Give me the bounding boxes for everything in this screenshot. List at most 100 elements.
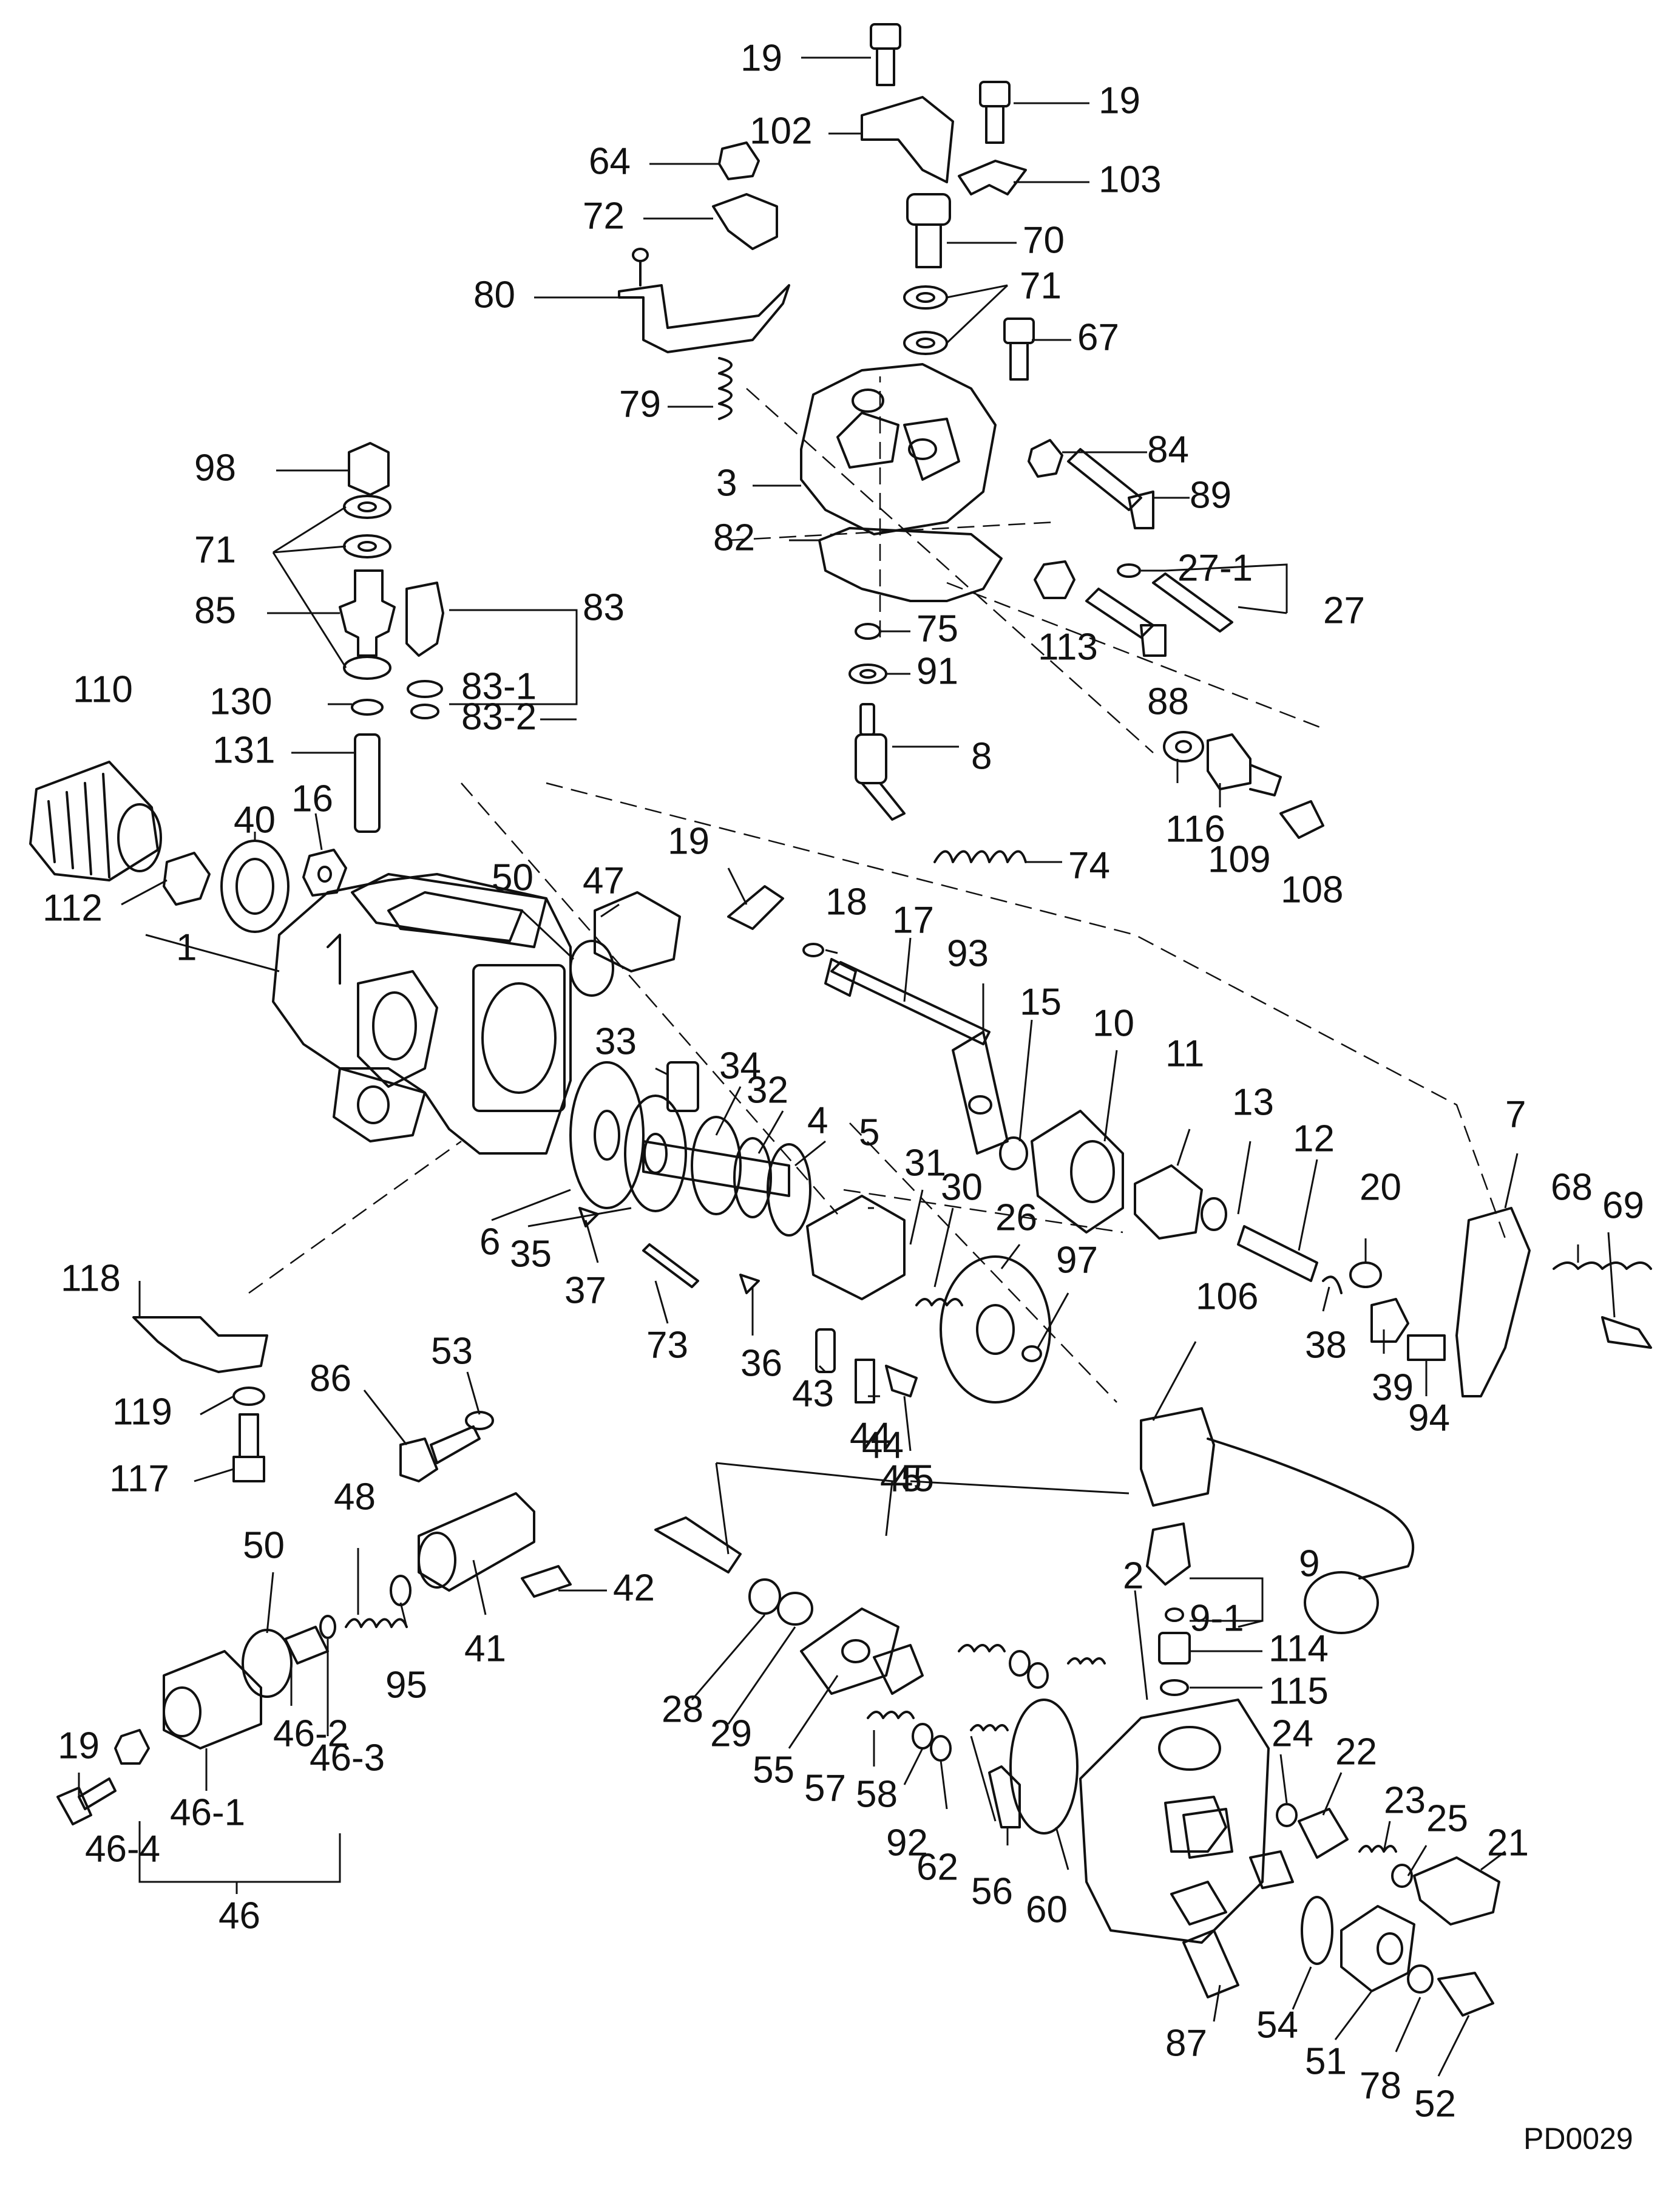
callout-label: 83-1 — [461, 665, 537, 707]
leader-lines — [78, 56, 1616, 2077]
callout-label: 22 — [1335, 1731, 1377, 1773]
callout-label: 118 — [61, 1257, 121, 1299]
callout-label: 48 — [334, 1476, 376, 1518]
callout-label: 19 — [740, 37, 782, 79]
callout-label: 5 — [859, 1112, 879, 1153]
callout-label: 103 — [1099, 158, 1161, 200]
callout-label: 47 — [583, 860, 625, 901]
callout-label: 1 — [176, 926, 197, 968]
callout-label: 30 — [941, 1166, 983, 1208]
callout-label: 21 — [1487, 1822, 1529, 1864]
callout-label: 93 — [947, 932, 989, 974]
callout-label: 34 — [719, 1045, 761, 1087]
callout-label: 78 — [1360, 2065, 1401, 2106]
callout-label: 45 — [880, 1458, 922, 1499]
callout-label: 7 — [1505, 1093, 1526, 1135]
callout-label: 113 — [1038, 626, 1098, 668]
callout-label: 110 — [73, 668, 133, 710]
callout-label: 44 — [862, 1424, 904, 1466]
callout-label: 91 — [916, 650, 958, 692]
callout-label: 9 — [1299, 1543, 1319, 1584]
callout-label: 109 — [1208, 838, 1270, 880]
callout-label: 46-1 — [170, 1791, 245, 1833]
callout-label: 16 — [291, 778, 333, 820]
callout-label: 27 — [1323, 589, 1365, 631]
callout-label: 40 — [234, 799, 276, 841]
callout-label: 102 — [750, 110, 812, 152]
callout-label: 10 — [1092, 1002, 1134, 1044]
callout-label: 54 — [1256, 2004, 1298, 2046]
callout-label: 46-2 — [273, 1712, 348, 1754]
callout-label: 11 — [1165, 1033, 1204, 1074]
callout-label: 55 — [753, 1749, 794, 1791]
callout-label: 18 — [825, 881, 867, 923]
callout-label: 38 — [1305, 1324, 1347, 1366]
callout-label: 83-2 — [461, 696, 537, 738]
callout-label: 13 — [1232, 1081, 1274, 1123]
callout-label: 46-3 — [310, 1737, 385, 1779]
lower-left-parts — [56, 1316, 572, 1825]
callout-label: 56 — [971, 1870, 1013, 1912]
callout-label: 68 — [1551, 1166, 1593, 1208]
callout-label: 19 — [668, 820, 710, 862]
callout-label: 83 — [583, 586, 625, 628]
callout-label: 37 — [564, 1269, 606, 1311]
callout-label: 98 — [194, 447, 236, 489]
callout-labels: 19 102 19 64 103 72 70 80 71 67 79 84 3 … — [42, 37, 1644, 2125]
callout-label: 32 — [747, 1069, 788, 1111]
callout-label: 67 — [1077, 316, 1119, 358]
callout-label: 71 — [1020, 265, 1062, 307]
callout-label: 95 — [385, 1664, 427, 1706]
callout-label: 88 — [1147, 681, 1189, 722]
callout-label: 108 — [1281, 869, 1343, 911]
callout-label: 84 — [1147, 429, 1189, 470]
callout-label: 27-1 — [1177, 547, 1253, 589]
callout-label: 131 — [212, 729, 275, 771]
middle-parts — [569, 885, 1652, 1404]
callout-label: 9-1 — [1190, 1597, 1244, 1639]
callout-label: 29 — [710, 1712, 752, 1754]
callout-label: 71 — [194, 529, 236, 571]
callout-label: 117 — [109, 1458, 169, 1499]
callout-label: 26 — [995, 1197, 1037, 1238]
callout-label: 79 — [619, 383, 661, 425]
callout-label: 82 — [713, 517, 755, 558]
callout-label: 89 — [1190, 474, 1231, 516]
callout-label: 24 — [1272, 1712, 1313, 1754]
callout-label: 64 — [589, 140, 631, 182]
callout-label: 6 — [479, 1221, 500, 1263]
callout-label: 8 — [971, 735, 992, 777]
callout-label: 115 — [1268, 1670, 1329, 1712]
callout-label: 58 — [856, 1773, 898, 1815]
callout-label: 42 — [613, 1567, 655, 1609]
callout-label: 52 — [1414, 2083, 1456, 2125]
callout-label: 2 — [1123, 1555, 1143, 1597]
callout-label: 39 — [1372, 1366, 1414, 1408]
callout-label: 85 — [194, 589, 236, 631]
callout-label: 19 — [58, 1725, 100, 1767]
callout-label: 12 — [1293, 1118, 1335, 1159]
callout-label: 4 — [807, 1099, 828, 1141]
callout-label: 15 — [1020, 981, 1062, 1023]
callout-label: 35 — [510, 1233, 552, 1275]
callout-label: 112 — [42, 887, 103, 929]
callout-label: 60 — [1026, 1889, 1068, 1930]
lower-right-parts — [654, 1407, 1500, 2017]
callout-label: 92 — [886, 1822, 928, 1864]
callout-label: 23 — [1384, 1779, 1426, 1821]
callout-label: 36 — [740, 1342, 782, 1384]
callout-label: 19 — [1099, 80, 1140, 121]
callout-label: 87 — [1165, 2022, 1207, 2064]
callout-label: 106 — [1196, 1275, 1258, 1317]
callout-label: 62 — [916, 1846, 958, 1888]
callout-label: 33 — [595, 1020, 637, 1062]
callout-label: 50 — [243, 1524, 285, 1566]
callout-label: 72 — [583, 195, 625, 237]
callout-label: 31 — [904, 1142, 946, 1184]
callout-label: 69 — [1602, 1184, 1644, 1226]
callout-label: 45 — [892, 1458, 934, 1499]
callout-label: 41 — [464, 1628, 506, 1669]
callout-label: 75 — [916, 608, 958, 650]
callout-label: 94 — [1408, 1397, 1450, 1439]
